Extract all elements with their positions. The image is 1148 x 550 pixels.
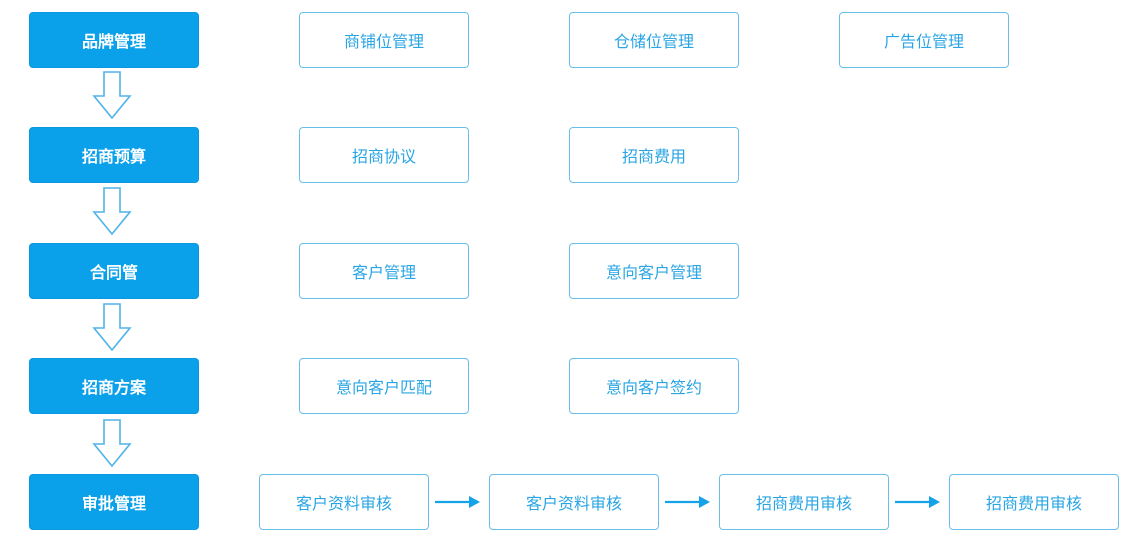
customer-data-review-node: 客户资料审核 <box>489 474 659 530</box>
investment-cost-review-node: 招商费用审核 <box>949 474 1119 530</box>
customer-management-node: 客户管理 <box>299 243 469 299</box>
shop-position-management-node: 商铺位管理 <box>299 12 469 68</box>
storage-position-management-node: 仓储位管理 <box>569 12 739 68</box>
right-arrow-icon <box>435 496 480 508</box>
down-arrow-icon <box>92 419 132 467</box>
down-arrow-icon <box>92 187 132 235</box>
ad-position-management-node: 广告位管理 <box>839 12 1009 68</box>
prospect-customer-signing-node: 意向客户签约 <box>569 358 739 414</box>
right-arrow-icon <box>665 496 710 508</box>
investment-agreement-node: 招商协议 <box>299 127 469 183</box>
investment-cost-review-node: 招商费用审核 <box>719 474 889 530</box>
prospect-customer-management-node: 意向客户管理 <box>569 243 739 299</box>
stage-brand-management: 品牌管理 <box>29 12 199 68</box>
customer-data-review-node: 客户资料审核 <box>259 474 429 530</box>
right-arrow-icon <box>895 496 940 508</box>
stage-investment-budget: 招商预算 <box>29 127 199 183</box>
stage-investment-plan: 招商方案 <box>29 358 199 414</box>
stage-approval-management: 审批管理 <box>29 474 199 530</box>
prospect-customer-matching-node: 意向客户匹配 <box>299 358 469 414</box>
down-arrow-icon <box>92 71 132 119</box>
investment-cost-node: 招商费用 <box>569 127 739 183</box>
down-arrow-icon <box>92 303 132 351</box>
stage-contract-management: 合同管 <box>29 243 199 299</box>
